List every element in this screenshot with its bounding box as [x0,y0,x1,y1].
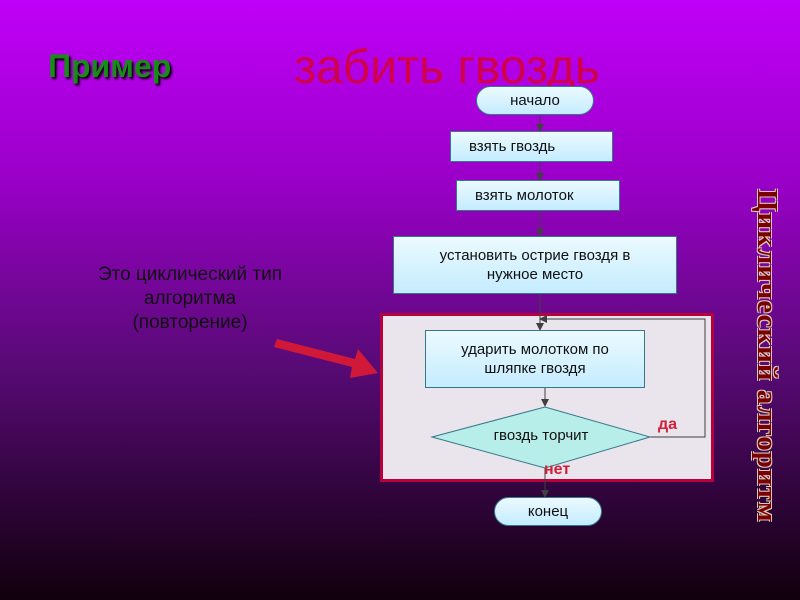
description-line-1: Это циклический тип [97,264,283,285]
branch-label-no: нет [544,461,571,478]
flow-step-position-nail-line1: установить острие гвоздя в [439,246,631,264]
flow-step-strike-nail: ударить молотком по шляпке гвоздя [425,330,645,388]
flow-start: начало [476,86,594,115]
connector-yes-loopback [539,315,706,438]
flow-step-strike-nail-line2: шляпке гвоздя [484,360,586,377]
decision-label: гвоздь торчит [493,427,589,444]
page-title-topic: забить гвоздь [294,41,600,94]
page-title-example: Пример [48,48,172,84]
flow-end: конец [494,497,602,526]
algorithm-description: Это циклический тип алгоритма (повторени… [40,263,340,335]
branch-label-yes: да [658,416,678,433]
flow-step-position-nail: установить острие гвоздя в нужное место [393,236,677,294]
vertical-label-cyclic-algorithm: Циклический алгоритм [751,189,783,523]
flow-step-take-hammer: взять молоток [456,180,620,211]
flow-step-take-nail: взять гвоздь [450,131,613,162]
description-line-2: алгоритма [143,288,237,309]
decision-diamond [430,406,652,469]
description-line-3: (повторение) [132,312,248,333]
flow-step-position-nail-line2: нужное место [486,266,584,283]
flow-step-strike-nail-line1: ударить молотком по [461,340,609,358]
pointer-arrow [274,339,378,378]
